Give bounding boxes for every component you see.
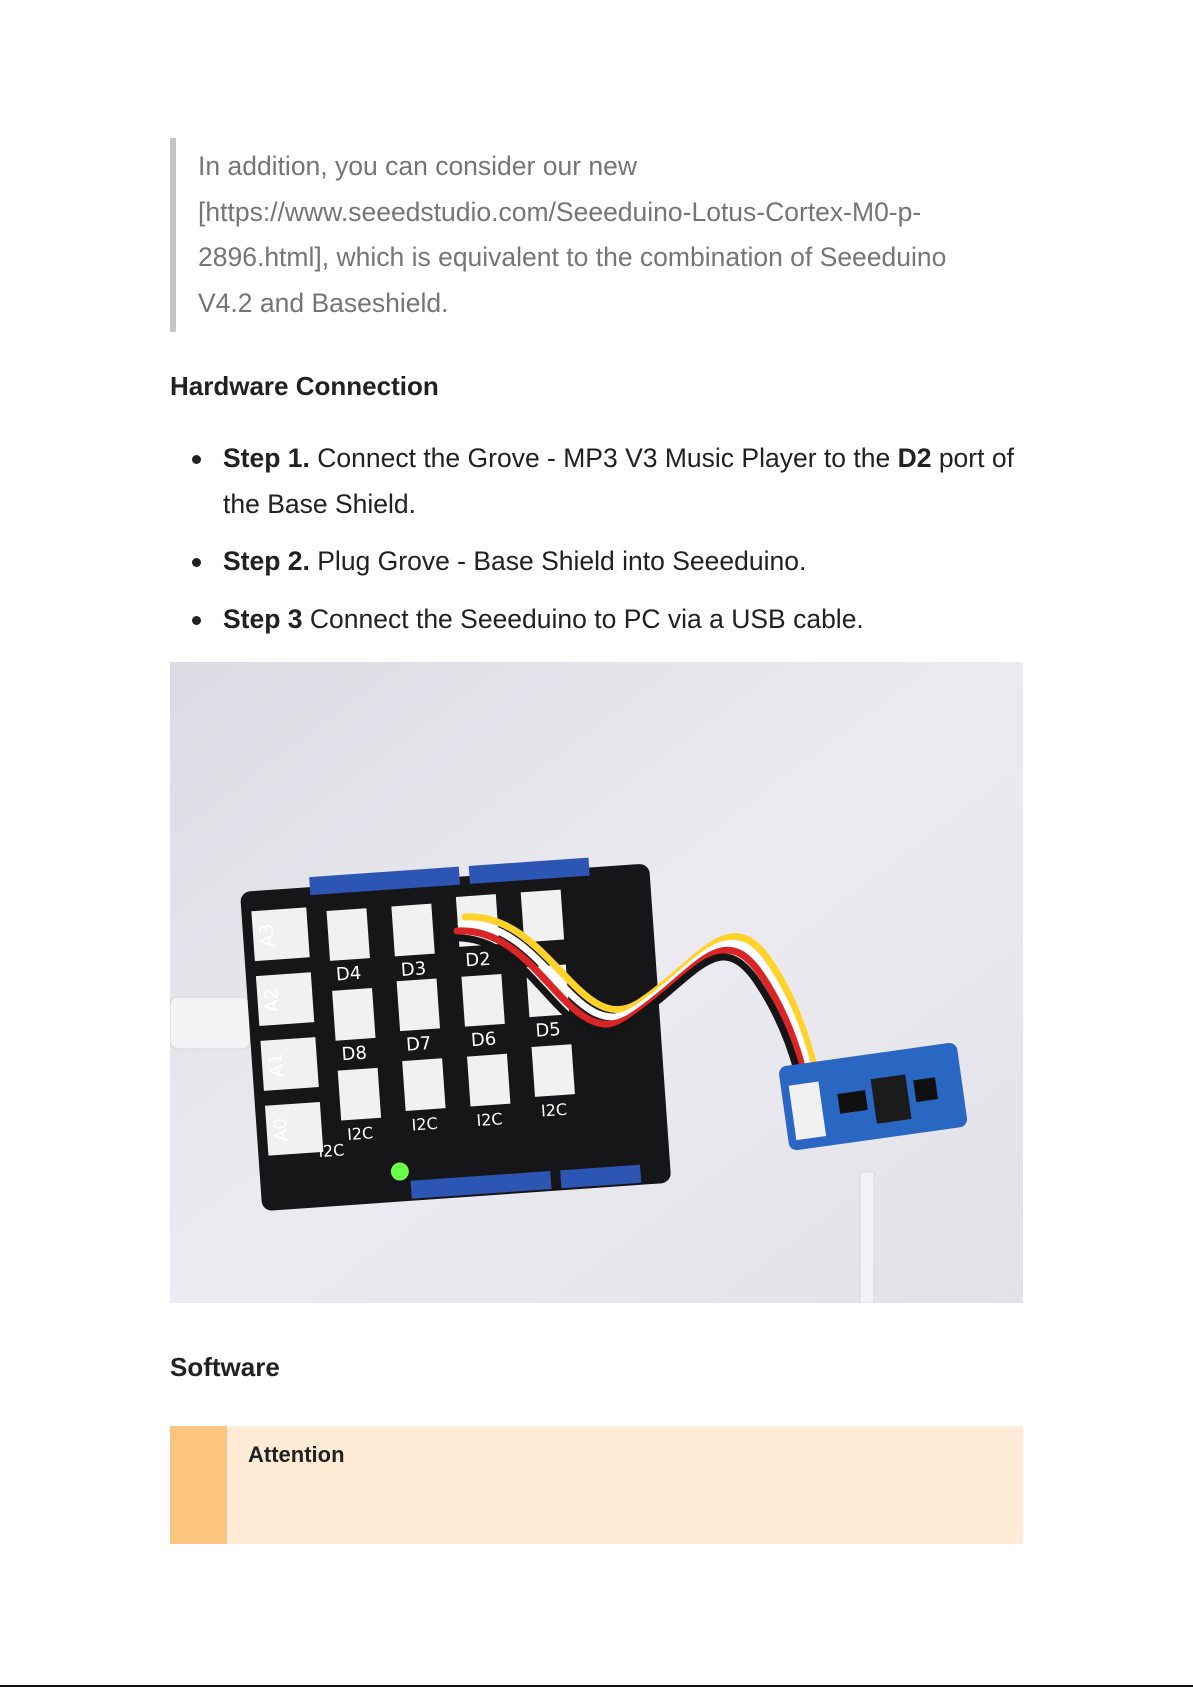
step-2: Step 2. Plug Grove - Base Shield into Se…	[170, 539, 1023, 585]
connector-i2c-4	[531, 1044, 575, 1097]
connector-d3	[391, 903, 435, 957]
connector-a1	[260, 1037, 319, 1091]
label-d2: D2	[465, 949, 492, 972]
step-3-text: Connect the Seeeduino to PC via a USB ca…	[302, 603, 864, 634]
label-d6: D6	[470, 1029, 497, 1052]
connector-d7	[396, 978, 441, 1032]
label-i2c-5: I2C	[540, 1100, 567, 1121]
label-d5: D5	[535, 1019, 562, 1042]
software-heading: Software	[170, 1352, 280, 1382]
step-1: Step 1. Connect the Grove - MP3 V3 Music…	[170, 436, 1023, 527]
steps-list: Step 1. Connect the Grove - MP3 V3 Music…	[170, 436, 1023, 642]
note-blockquote: In addition, you can consider our new [h…	[170, 138, 1023, 332]
connector-d4	[326, 908, 370, 961]
label-i2c-2: I2C	[347, 1123, 374, 1144]
connector-d6	[461, 973, 505, 1027]
audio-jack	[870, 1074, 912, 1124]
connector-a0	[264, 1101, 324, 1156]
mp3-module	[779, 1042, 968, 1151]
bullet-icon	[192, 455, 201, 464]
header-top-right	[468, 857, 590, 884]
hardware-connection-photo: A3 A2 A1 A0 D4 D3 D2 D8 D7 D6 D5 I2C I2C…	[170, 662, 1023, 1303]
connector-uart	[520, 889, 565, 943]
grove-cable	[449, 913, 829, 1138]
label-d3: D3	[400, 958, 427, 981]
label-a0: A0	[270, 1117, 293, 1142]
header-top-left	[309, 866, 461, 896]
step-1-port: D2	[897, 443, 932, 473]
note-line-1: In addition, you can consider our new	[198, 151, 637, 181]
step-2-text: Plug Grove - Base Shield into Seeeduino.	[309, 546, 807, 576]
earphone-cable	[859, 1171, 875, 1303]
connector-i2c-2	[402, 1058, 446, 1111]
label-d7: D7	[405, 1033, 432, 1056]
step-3: Step 3 Connect the Seeeduino to PC via a…	[170, 597, 1023, 643]
content: In addition, you can consider our new [h…	[170, 138, 1023, 1544]
note-line-4: V4.2 and Baseshield.	[198, 287, 449, 318]
attention-bar	[170, 1426, 227, 1544]
connector-d8	[332, 988, 376, 1041]
note-line-3: 2896.html], which is equivalent to the c…	[198, 242, 947, 272]
connector-i2c-3	[467, 1053, 511, 1107]
usb-cable	[170, 996, 251, 1050]
step-3-label: Step 3	[223, 603, 303, 634]
note-line-2: [https://www.seeedstudio.com/Seeeduino-L…	[198, 196, 922, 227]
board-illustration: A3 A2 A1 A0 D4 D3 D2 D8 D7 D6 D5 I2C I2C…	[170, 662, 1023, 1303]
page-bottom-rule	[0, 1685, 1193, 1687]
label-a1: A1	[265, 1052, 288, 1077]
step-1-text: Connect the Grove - MP3 V3 Music Player …	[309, 443, 898, 473]
label-d4: D4	[335, 963, 362, 986]
label-a3: A3	[256, 923, 279, 948]
hardware-connection-heading: Hardware Connection	[170, 371, 439, 401]
bullet-icon	[192, 558, 201, 567]
header-bottom-right	[560, 1164, 642, 1189]
attention-title: Attention	[248, 1442, 345, 1467]
label-a2: A2	[261, 988, 284, 1013]
power-led	[390, 1162, 409, 1181]
connector-a3	[251, 907, 310, 962]
board-labels: A3 A2 A1 A0 D4 D3 D2 D8 D7 D6 D5 I2C I2C…	[256, 923, 567, 1161]
label-i2c-4: I2C	[476, 1109, 503, 1130]
step-1-text-end: port of the Base Shield.	[223, 443, 1014, 519]
mp3-grove-connector	[788, 1081, 827, 1141]
step-1-label: Step 1.	[223, 443, 310, 473]
base-shield: A3 A2 A1 A0 D4 D3 D2 D8 D7 D6 D5 I2C I2C…	[240, 857, 671, 1211]
connector-i2c-1	[337, 1067, 382, 1121]
connector-a2	[255, 972, 315, 1026]
attention-admonition: Attention	[170, 1426, 1023, 1544]
step-2-label: Step 2.	[223, 546, 310, 576]
header-bottom-left	[410, 1171, 552, 1199]
bullet-icon	[192, 615, 201, 625]
label-i2c-3: I2C	[411, 1114, 438, 1135]
mp3-chip-2	[837, 1090, 868, 1114]
mp3-chip	[913, 1077, 939, 1103]
label-i2c-1: I2C	[318, 1140, 345, 1161]
label-d8: D8	[341, 1043, 368, 1066]
